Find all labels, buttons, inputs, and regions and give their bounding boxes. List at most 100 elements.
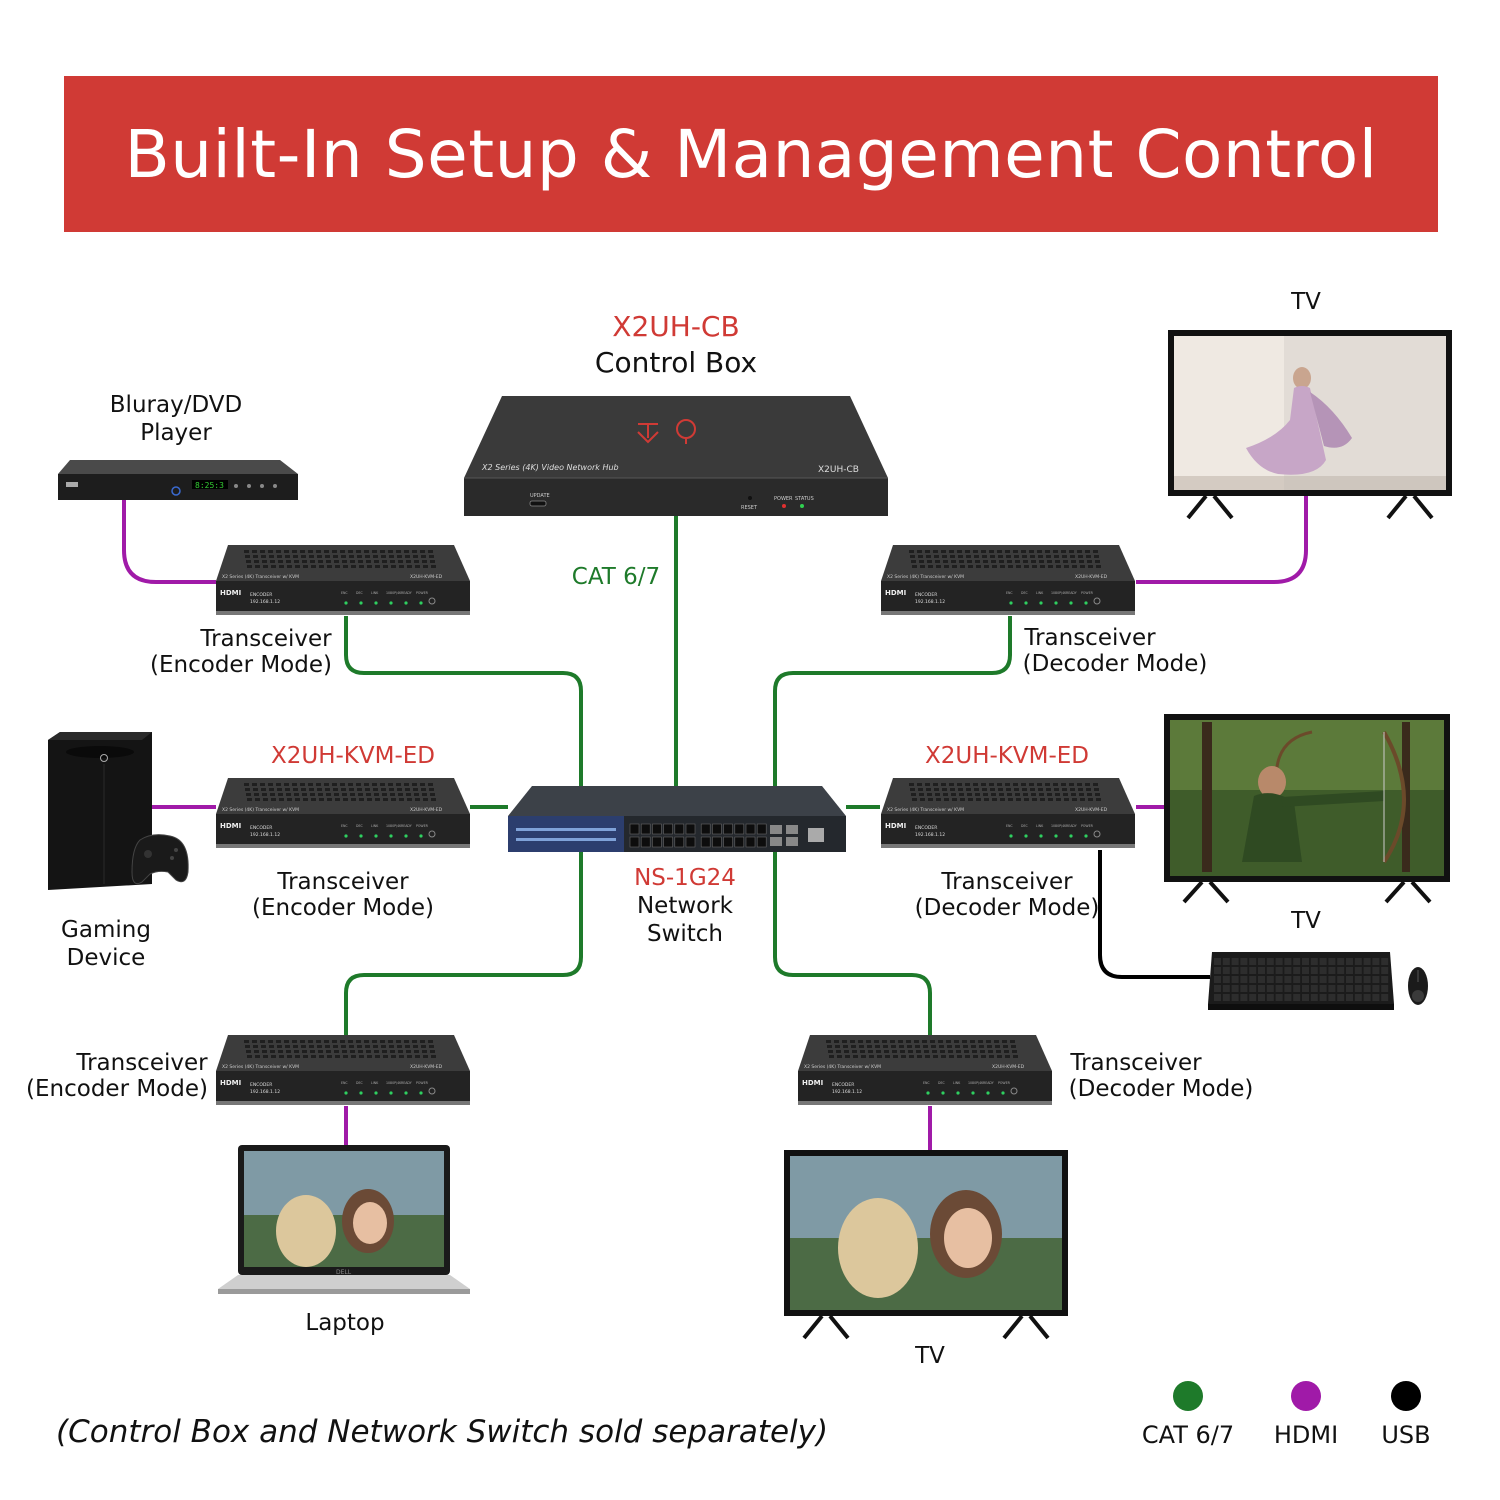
transceiver-led (1054, 834, 1058, 838)
bluray-player-device: 8:25:3 (58, 460, 298, 500)
bluray-label-line1: Bluray/DVD (109, 392, 243, 418)
transceiver-vents (244, 783, 436, 801)
transceiver-led (344, 601, 348, 605)
transceiver-led (374, 1091, 378, 1095)
transceiver-sub: 192.168.1.12 (915, 832, 945, 838)
t2-model: X2UH-KVM-ED (270, 743, 436, 769)
switch-model: NS-1G24 (634, 865, 736, 891)
transceiver-led-label: LINK (371, 1081, 379, 1085)
transceiver-power-button (428, 830, 436, 838)
transceiver-led (419, 601, 423, 605)
keyboard-key (1346, 985, 1353, 992)
switch-port (685, 836, 696, 848)
transceiver-led-label: ENC (341, 591, 348, 595)
transceiver-base (216, 1101, 470, 1105)
legend-hdmi-dot (1291, 1381, 1321, 1411)
transceiver-led-label: READY (401, 824, 412, 828)
keyboard-key (1337, 967, 1345, 974)
transceiver-top-model: X2UH-KVM-ED (410, 807, 443, 813)
tv-right-device (1164, 714, 1450, 904)
tv-bottom-label: TV (915, 1343, 945, 1369)
keyboard-key (1240, 967, 1248, 974)
transceiver-led-label: ENC (341, 824, 348, 828)
t3-label-line2: (Encoder Mode) (26, 1076, 208, 1102)
keyboard-key (1310, 976, 1318, 983)
keyboard-key (1354, 985, 1362, 992)
switch-port (745, 836, 756, 848)
page-title: Built-In Setup & Management Control (124, 115, 1378, 193)
keyboard-key (1354, 994, 1362, 1001)
transceiver-top-model: X2UH-KVM-ED (410, 1064, 443, 1070)
title-banner: Built-In Setup & Management Control (64, 76, 1438, 232)
transceiver-led (1024, 601, 1028, 605)
transceiver-power-button (1093, 597, 1101, 605)
switch-port (652, 823, 662, 835)
transceiver-led (1009, 834, 1013, 838)
transceiver-led (419, 1091, 423, 1095)
transceiver-mode: ENCODER (915, 592, 937, 598)
switch-port (756, 823, 767, 835)
keyboard-key (1346, 967, 1353, 974)
transceiver-hdmi-logo: HDMI (885, 589, 906, 597)
keyboard-key (1275, 967, 1283, 974)
transceiver-led-label: READY (401, 1081, 412, 1085)
keyboard-key (1337, 994, 1345, 1001)
switch-port (640, 836, 651, 848)
transceiver-led (941, 1091, 945, 1095)
cable-label: CAT 6/7 (571, 564, 661, 590)
switch-port (723, 823, 733, 835)
transceiver-led-label: LINK (371, 591, 379, 595)
keyboard-key (1284, 958, 1292, 965)
keyboard-key (1363, 958, 1371, 965)
power-led-label: POWER (774, 496, 793, 502)
transceiver-led (404, 834, 408, 838)
transceiver-sub: 192.168.1.12 (915, 599, 945, 605)
usb-cable-keyboard (1098, 850, 1210, 979)
keyboard-key (1328, 976, 1336, 983)
transceiver-power-button (428, 597, 436, 605)
t6-label-line1: Transceiver (1070, 1050, 1202, 1076)
transceiver-led (359, 1091, 363, 1095)
transceiver-led (344, 834, 348, 838)
switch-port (685, 823, 696, 835)
transceiver-led-label: POWER (416, 591, 429, 595)
transceiver-led-label: ENC (1006, 824, 1013, 828)
transceiver-led-label: DEC (938, 1081, 945, 1085)
keyboard-key (1302, 994, 1309, 1001)
transceiver-top-text: X2 Series (4K) Transceiver w/ KVM (887, 574, 964, 580)
transceiver-mode: ENCODER (250, 825, 272, 831)
keyboard-key (1249, 967, 1257, 974)
keyboard-key (1363, 976, 1371, 983)
switch-name-line1: Network (636, 893, 734, 919)
transceiver-vents (826, 1040, 1018, 1058)
cat-cable-t4 (773, 616, 1012, 788)
keyboard-key (1310, 994, 1318, 1001)
transceiver-mode: ENCODER (250, 592, 272, 598)
switch-port (756, 836, 767, 848)
keyboard-key (1310, 967, 1318, 974)
transceiver-hdmi-logo: HDMI (885, 822, 906, 830)
transceiver-top-text: X2 Series (4K) Transceiver w/ KVM (222, 807, 299, 813)
status-led-label: STATUS (795, 496, 814, 502)
keyboard-key (1319, 958, 1327, 965)
transceiver-mode: ENCODER (915, 825, 937, 831)
legend-cat: CAT 6/7 (1128, 1381, 1248, 1449)
keyboard-key (1346, 958, 1353, 965)
transceiver-led-label: LINK (953, 1081, 961, 1085)
transceiver-led-label: ENC (341, 1081, 348, 1085)
keyboard-key (1214, 985, 1221, 992)
transceiver-led (956, 1091, 960, 1095)
transceiver-led (1084, 601, 1088, 605)
keyboard-key (1240, 994, 1248, 1001)
transceiver-led (374, 834, 378, 838)
keyboard-key (1222, 958, 1230, 965)
transceiver-led-label: DEC (1021, 824, 1028, 828)
switch-port (712, 823, 722, 835)
keyboard-key (1293, 967, 1301, 974)
transceiver-led-label: 1080P/4K (1051, 591, 1067, 595)
t1-label-line1: Transceiver (200, 626, 332, 652)
laptop-device: DELL (218, 1145, 470, 1294)
transceiver-led-label: 1080P/4K (386, 1081, 402, 1085)
